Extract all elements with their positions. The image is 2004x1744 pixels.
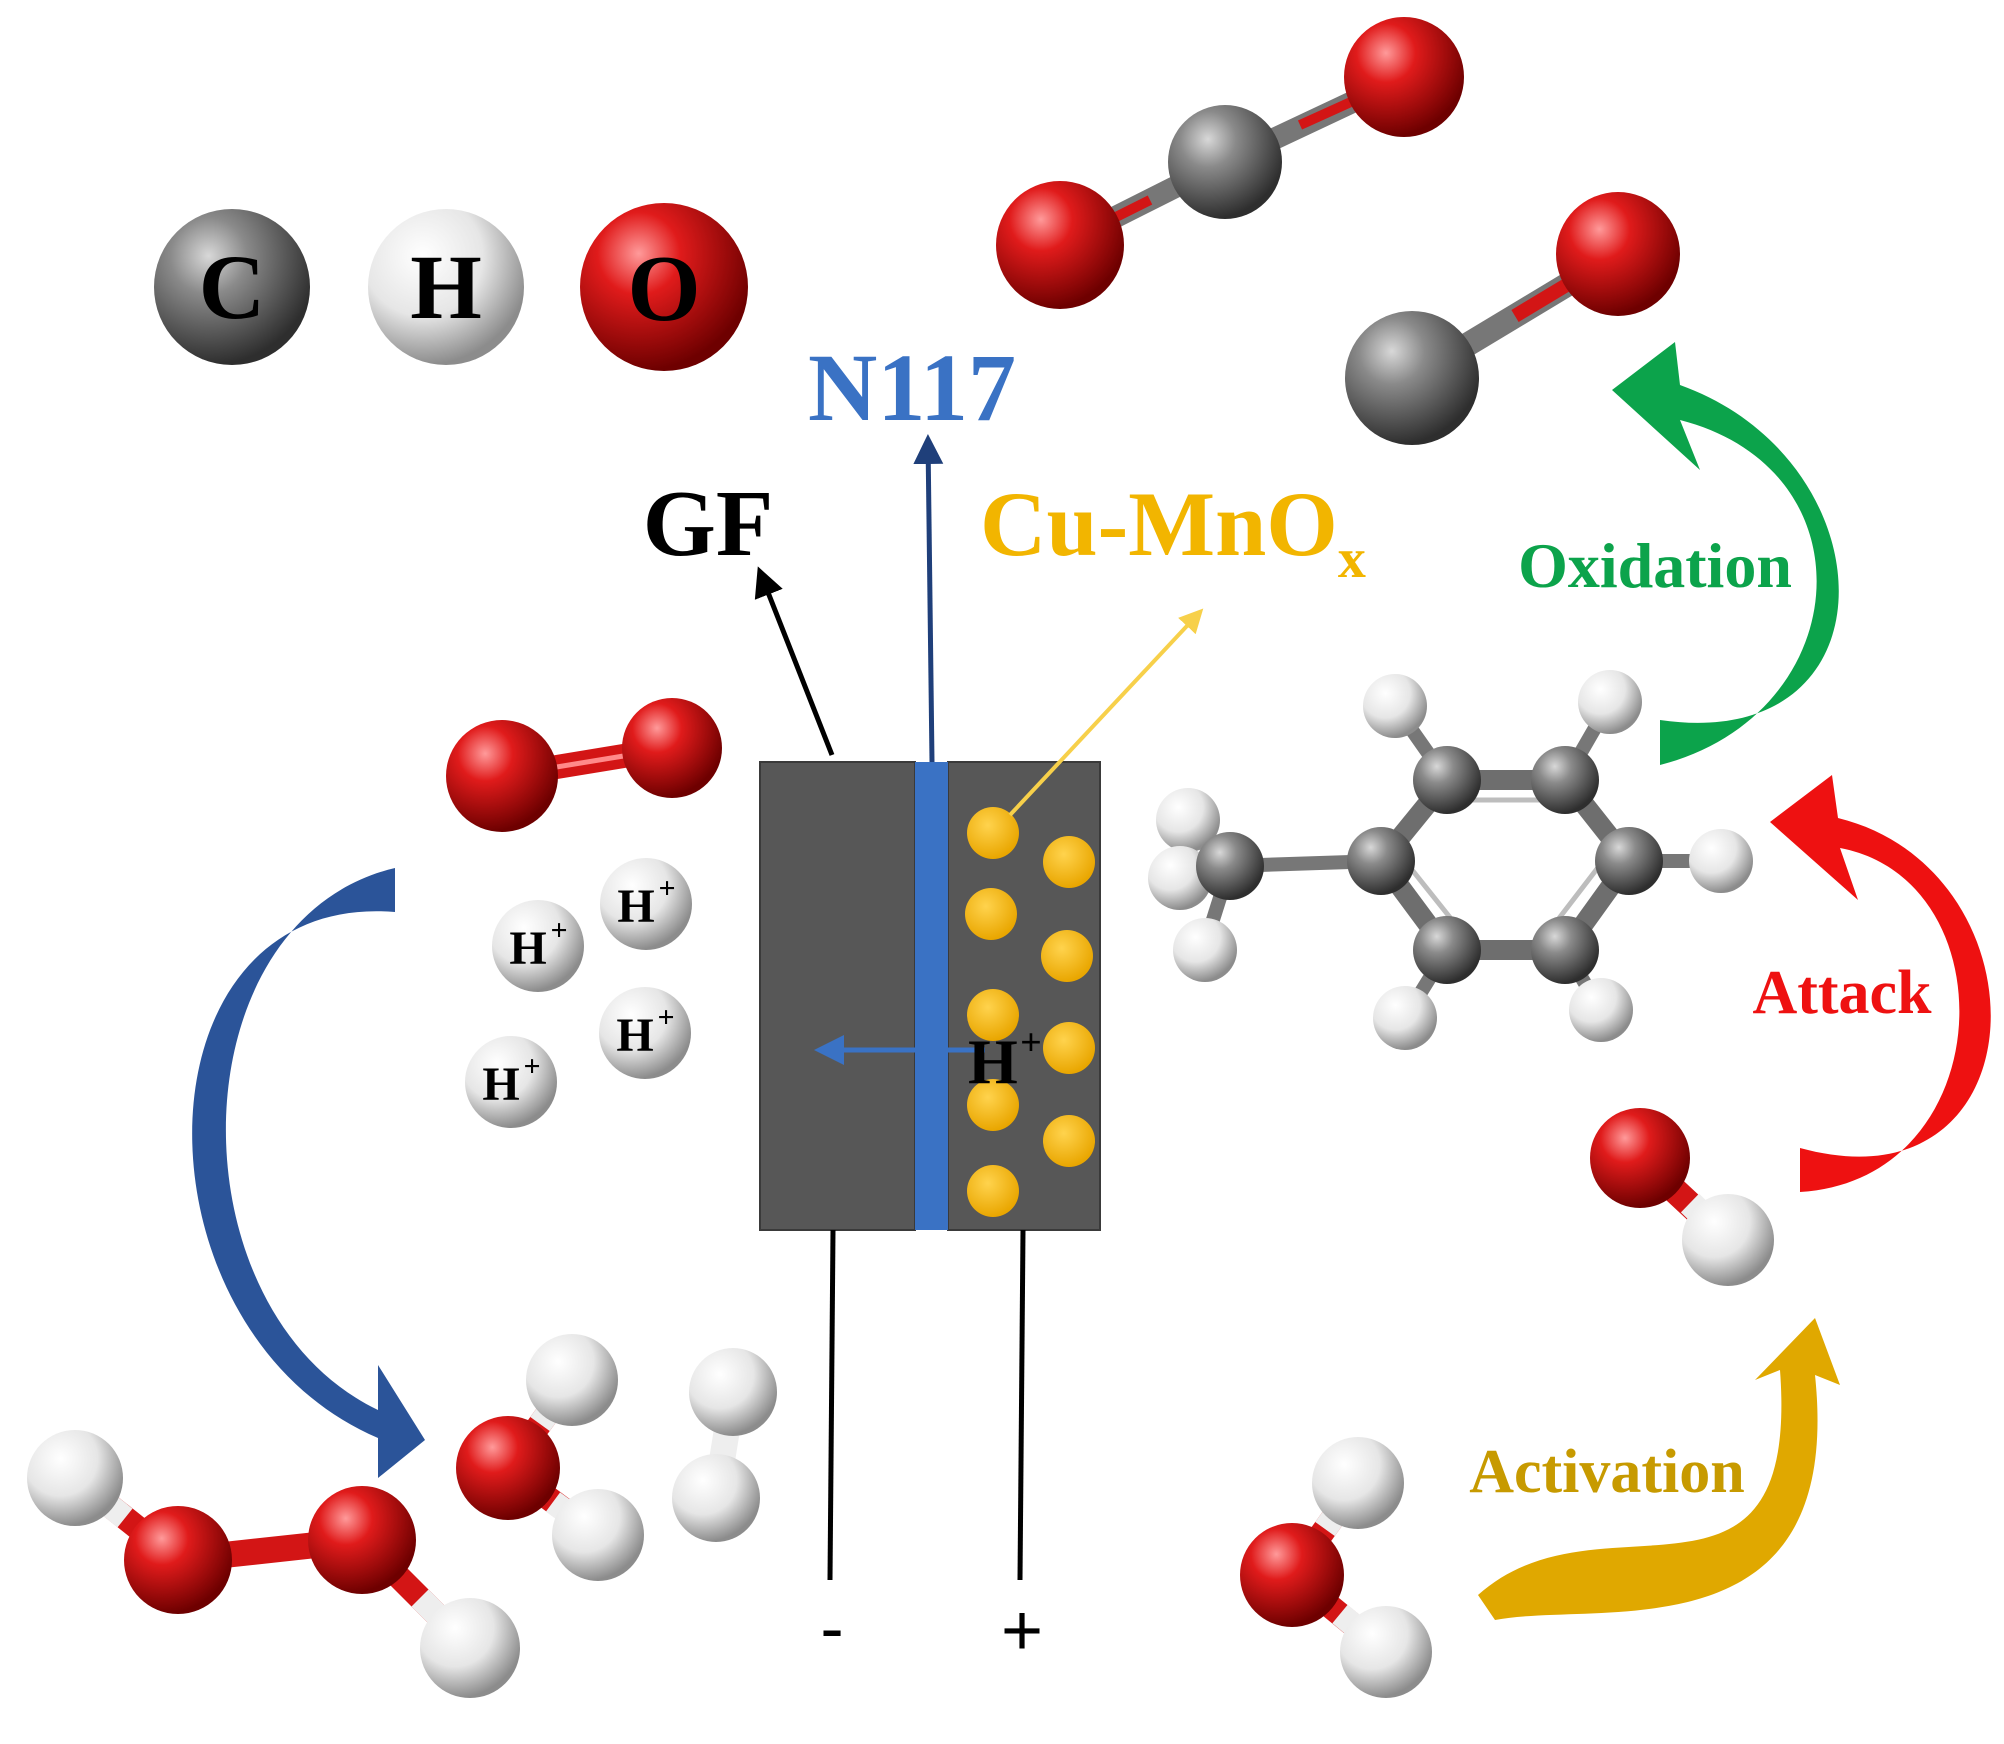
hydrogen-legend-sphere-icon	[368, 209, 524, 365]
felt-callout-arrow-icon	[754, 566, 835, 756]
h2-molecule-icon	[672, 1348, 777, 1542]
svg-text:H: H	[509, 922, 546, 975]
membrane-callout-arrow-icon	[913, 434, 944, 763]
cu-mnox-catalyst-particles	[965, 807, 1095, 1217]
proton-icon: H +	[465, 1036, 557, 1128]
negative-terminal-label: -	[820, 1589, 843, 1667]
membrane-label: N117	[808, 334, 1016, 441]
oxidation-curved-arrow-icon	[1612, 342, 1839, 765]
oxygen-legend-symbol: O	[627, 237, 700, 341]
oxidation-step-label: Oxidation	[1518, 530, 1792, 601]
toluene-molecule-icon	[1148, 670, 1753, 1050]
hydroxyl-radical-icon	[1590, 1108, 1774, 1286]
hydrogen-legend-symbol: H	[410, 236, 482, 338]
water-molecule-icon	[456, 1334, 644, 1581]
positive-lead	[1017, 1229, 1026, 1581]
proton-group: H + H + H + H +	[465, 858, 692, 1128]
svg-text:+: +	[523, 1050, 540, 1083]
n117-membrane	[915, 762, 948, 1230]
svg-text:H: H	[482, 1058, 519, 1111]
svg-text:H: H	[616, 1009, 653, 1062]
svg-text:H: H	[617, 880, 654, 933]
attack-step-label: Attack	[1752, 959, 1932, 1027]
proton-transport-label: H	[968, 1026, 1018, 1097]
positive-terminal-label: +	[1001, 1591, 1043, 1671]
co-molecule-icon	[1345, 192, 1680, 445]
electrochemical-cell: H + - +	[759, 761, 1101, 1671]
proton-icon: H +	[600, 858, 692, 950]
catalyst-label: Cu-MnOx	[980, 473, 1366, 590]
element-legend: C H O	[154, 203, 748, 371]
reduction-curved-arrow-icon	[192, 868, 425, 1478]
negative-lead	[827, 1229, 836, 1581]
svg-text:+: +	[550, 914, 567, 947]
proton-icon: H +	[599, 987, 691, 1079]
co2-molecule-icon	[996, 17, 1464, 309]
activation-curved-arrow-icon	[1478, 1318, 1840, 1620]
attack-curved-arrow-icon	[1770, 775, 1991, 1192]
proton-transport-charge: +	[1020, 1022, 1042, 1064]
carbon-legend-sphere-icon	[154, 209, 310, 365]
o2-molecule-icon	[446, 698, 722, 832]
svg-text:+: +	[658, 872, 675, 905]
catalyst-callout-arrow-icon	[1008, 608, 1204, 817]
water-molecule-icon	[1240, 1437, 1432, 1698]
proton-icon: H +	[492, 900, 584, 992]
felt-label: GF	[643, 472, 774, 576]
svg-text:+: +	[657, 1001, 674, 1034]
carbon-legend-symbol: C	[199, 236, 265, 338]
activation-step-label: Activation	[1469, 1438, 1745, 1506]
anode-graphite-felt	[759, 761, 916, 1231]
oxygen-legend-sphere-icon	[580, 203, 748, 371]
hydrogen-peroxide-molecule-icon	[27, 1430, 520, 1698]
